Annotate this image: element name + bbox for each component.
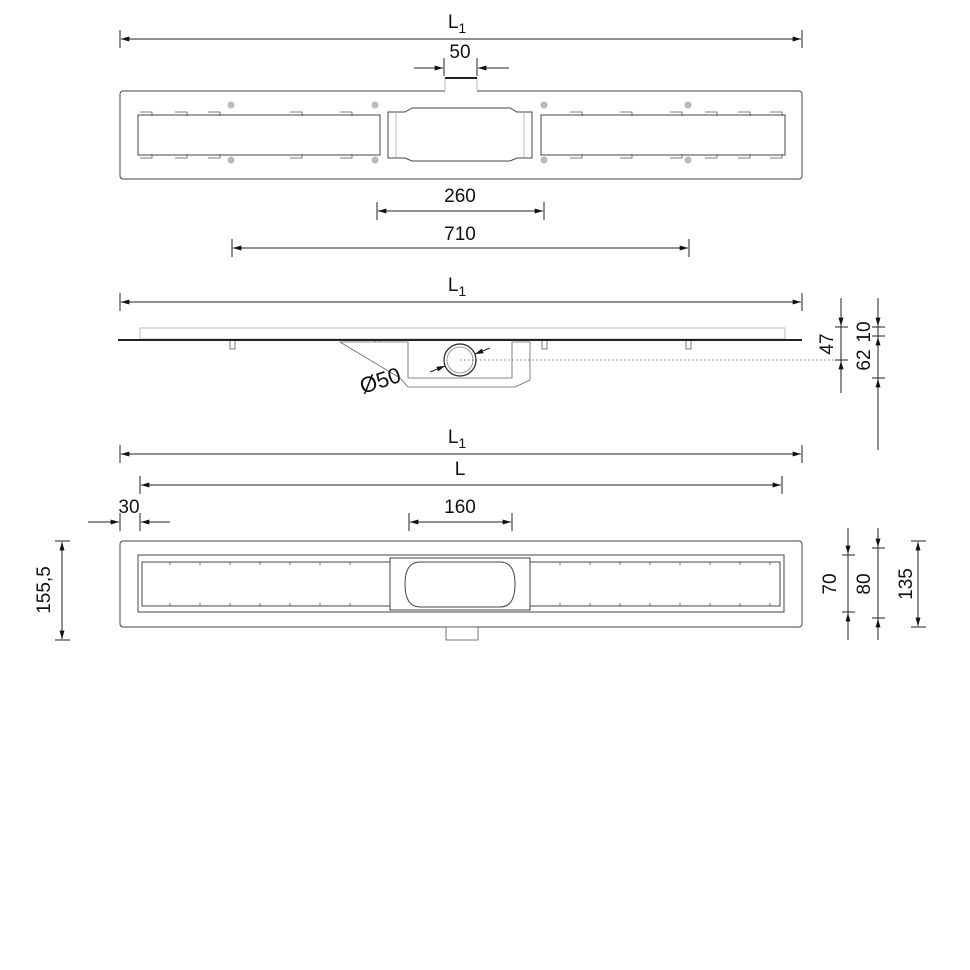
dimension-160: 160 <box>408 497 513 531</box>
svg-text:70: 70 <box>820 573 841 594</box>
dimension-155-5: 155,5 <box>34 540 70 641</box>
pipe-diameter-label: Ø50 <box>357 362 404 399</box>
dimension-30: 30 <box>88 497 170 531</box>
dimension-70: 70 <box>820 528 855 640</box>
svg-text:260: 260 <box>444 186 476 207</box>
outlet-pipe-bottom <box>445 626 479 641</box>
grate-clips-top <box>140 111 783 159</box>
side-view: L1 Ø50 47 10 62 <box>118 275 885 450</box>
dimension-260: 260 <box>376 186 545 220</box>
svg-text:80: 80 <box>854 573 875 594</box>
svg-text:160: 160 <box>444 497 476 518</box>
svg-text:155,5: 155,5 <box>34 566 55 614</box>
dimension-l1-side: L1 <box>119 275 803 311</box>
drain-body-bottom <box>404 561 516 608</box>
drain-body-side <box>338 341 531 388</box>
svg-text:L1: L1 <box>448 12 467 36</box>
dimension-710: 710 <box>231 224 690 257</box>
svg-text:710: 710 <box>444 224 476 245</box>
dimension-l1-bottom: L1 <box>119 427 803 463</box>
channel-right <box>540 114 786 156</box>
channel-left <box>137 114 381 156</box>
svg-text:L: L <box>455 459 466 480</box>
svg-text:47: 47 <box>817 333 838 354</box>
svg-text:L1: L1 <box>448 275 467 299</box>
svg-text:L1: L1 <box>448 427 467 451</box>
fixing-holes <box>227 101 692 164</box>
svg-text:135: 135 <box>896 568 917 600</box>
top-view: L1 50 260 710 <box>119 12 803 257</box>
dimension-outlet-50: 50 <box>414 42 509 76</box>
dimension-l1-top: L1 <box>119 12 803 48</box>
dimension-height-side: 47 10 62 <box>817 298 885 450</box>
svg-text:50: 50 <box>449 42 470 63</box>
dimension-l: L <box>139 459 783 494</box>
dimension-80: 80 <box>854 528 885 640</box>
drain-body-top <box>387 107 533 162</box>
bottom-view: L1 L 30 160 155,5 <box>34 427 926 641</box>
svg-text:62: 62 <box>854 349 875 370</box>
dimension-135: 135 <box>896 540 926 628</box>
svg-text:10: 10 <box>854 321 875 342</box>
svg-text:30: 30 <box>118 497 139 518</box>
